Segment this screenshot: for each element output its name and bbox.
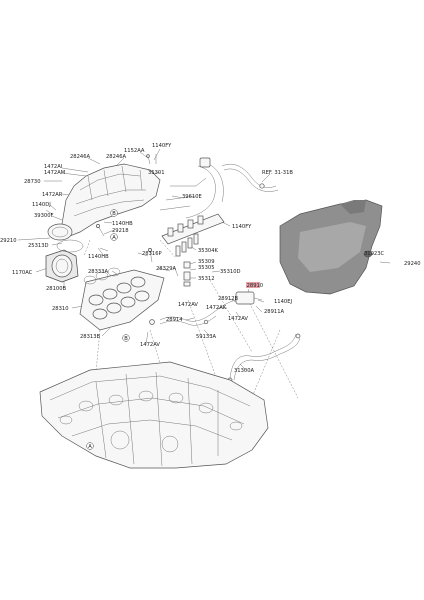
label-28316p: 28316P	[142, 251, 162, 257]
hose-31300a	[227, 333, 301, 383]
label-35312: 35312	[198, 276, 215, 282]
purge-valve-assembly	[149, 282, 263, 326]
callout-b-label: B	[112, 211, 116, 217]
label-29210: 29210	[0, 238, 17, 244]
label-31300a: 31300A	[234, 368, 255, 374]
fuel-rail-injectors	[159, 157, 225, 257]
label-1140fy-a: 1140FY	[152, 143, 172, 149]
label-28100b: 28100B	[46, 286, 67, 292]
label-1170ac: 1170AC	[12, 270, 33, 276]
label-39610e: 39610E	[182, 194, 202, 200]
callout-a-label-2: A	[88, 444, 92, 450]
label-28310: 28310	[52, 306, 69, 312]
throttle-body	[45, 249, 79, 283]
label-39300f: 39300F	[34, 213, 54, 219]
part-labels: 28246A 1472AI 1472AM 28730 1472AR 1140DJ…	[0, 143, 421, 374]
label-28912b: 28912B	[218, 296, 239, 302]
label-1472av-a: 1472AV	[140, 342, 160, 348]
label-1472ar: 1472AR	[42, 192, 63, 198]
callout-b-top: B	[110, 209, 118, 217]
label-25313d: 25313D	[28, 243, 49, 249]
label-28911a: 28911A	[264, 309, 285, 315]
label-1472av-c: 1472AV	[178, 302, 198, 308]
label-28313b: 28313B	[80, 334, 101, 340]
label-35310d: 35310D	[220, 269, 241, 275]
label-1472am: 1472AM	[44, 170, 65, 176]
label-1152aa: 1152AA	[124, 148, 145, 154]
sensor-parts	[183, 261, 191, 287]
label-ref: REF. 31-31B	[262, 170, 293, 176]
engine-cover	[279, 199, 383, 295]
label-28246a: 28246A	[70, 154, 91, 160]
intake-manifold-lower	[79, 269, 165, 331]
label-28730: 28730	[24, 179, 41, 185]
label-28333a: 28333A	[88, 269, 109, 275]
callout-a-label: A	[112, 235, 116, 241]
label-35304k: 35304K	[198, 248, 219, 254]
label-1140ej: 1140EJ	[274, 299, 292, 305]
label-29240: 29240	[404, 261, 421, 267]
callout-b-label-2: B	[124, 336, 128, 342]
label-1140hb: 1140HB	[112, 221, 133, 227]
label-28329a: 28329A	[156, 266, 177, 272]
label-28914: 28914	[166, 317, 183, 323]
label-35305: 35305	[198, 265, 215, 271]
engine-block	[39, 361, 269, 469]
guide-lines	[83, 239, 299, 411]
label-1140fy-b: 1140FY	[232, 224, 252, 230]
label-29218: 29218	[112, 228, 129, 234]
label-35309: 35309	[198, 259, 215, 265]
hose-ref	[221, 163, 279, 192]
label-28910-highlighted: 28910	[247, 283, 264, 289]
label-31923c: 31923C	[364, 251, 385, 257]
label-1472ak: 1472AK	[206, 305, 227, 311]
label-1140dj: 1140DJ	[32, 202, 51, 208]
label-28246a-b: 28246A	[106, 154, 127, 160]
callout-a-top: A	[110, 233, 118, 241]
label-35301: 35301	[148, 170, 165, 176]
callout-b-mid: B	[122, 334, 130, 342]
label-1140hb-b: 1140HB	[88, 254, 109, 260]
throttle-gasket	[56, 239, 84, 253]
intake-manifold-upper	[47, 163, 161, 241]
runner-gaskets	[83, 267, 121, 285]
label-1472ai: 1472AI	[44, 164, 63, 170]
label-59133a: 59133A	[196, 334, 217, 340]
callout-a-bottom: A	[86, 442, 94, 450]
label-1472av-b: 1472AV	[228, 316, 248, 322]
bolts	[45, 154, 179, 277]
